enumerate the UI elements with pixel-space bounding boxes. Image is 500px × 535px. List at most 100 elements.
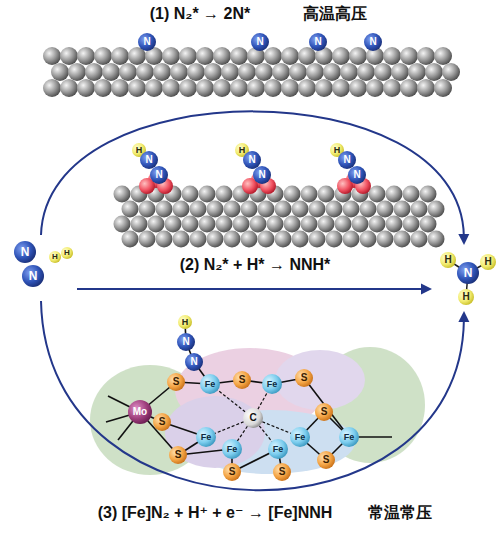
surface-atom: [332, 47, 350, 65]
nitrogen-atom: [457, 262, 479, 284]
hydrogen-atom: H: [52, 253, 58, 261]
surface-atom: [284, 216, 301, 233]
surface-atom: [145, 79, 163, 97]
surface-atom: [326, 201, 343, 218]
surface-atom: [298, 47, 316, 65]
surface-atom: [102, 63, 120, 81]
surface-atom: [173, 201, 190, 218]
surface-atom: [216, 186, 233, 203]
catalyst-surface: [114, 172, 445, 248]
surface-atom: [434, 47, 452, 65]
iron-atom: [339, 427, 359, 447]
hydrogen-atom: H: [64, 249, 70, 257]
reaction-pathway-arrow: [41, 111, 469, 245]
surface-atom: [318, 186, 335, 203]
hydrogen-atom: H: [484, 257, 491, 267]
nitrogen-atom: N: [143, 37, 150, 47]
surface-atom: [318, 216, 335, 233]
surface-atom: [264, 79, 282, 97]
nitrogen-atom: [253, 166, 271, 184]
iron-atom: [268, 439, 288, 459]
surface-atom: [360, 231, 377, 248]
hydrogen-atom: H: [239, 146, 246, 155]
sulfur-atom: S: [301, 373, 308, 383]
hydrogen-atom: H: [136, 146, 143, 155]
nitrogen-atom: N: [369, 37, 376, 47]
surface-atom: [114, 186, 131, 203]
nitrogen-atom: N: [182, 337, 189, 347]
sulfur-atom: S: [321, 407, 328, 417]
surface-atom: [428, 201, 445, 218]
surface-atom: [442, 63, 460, 81]
surface-atom: [190, 201, 207, 218]
surface-atom: [323, 63, 341, 81]
iron-atom: Fe: [295, 433, 306, 442]
condition-label: 高温高压: [303, 6, 367, 22]
nitrogen-atom: [348, 166, 366, 184]
surface-atom: [221, 63, 239, 81]
nitrogen-atom: [309, 33, 327, 51]
surface-atom: [306, 63, 324, 81]
surface-atom: [190, 231, 207, 248]
surface-atom: [272, 63, 290, 81]
sulfur-atom: S: [239, 375, 246, 385]
surface-atom: [94, 47, 112, 65]
surface-atom: [139, 231, 156, 248]
surface-atom: [343, 231, 360, 248]
reaction-equation: (1) N₂* → 2N*: [150, 6, 250, 22]
surface-atom: [77, 47, 95, 65]
hydrogen-atom: [458, 289, 474, 305]
sulfur-atom: [153, 413, 171, 431]
nitrogen-atom: N: [258, 170, 265, 180]
reactant-molecules: NNHH: [5, 235, 77, 301]
surface-atom: [255, 63, 273, 81]
surface-atom: [216, 216, 233, 233]
nitrogen-atom: N: [190, 357, 197, 367]
surface-atom: [139, 201, 156, 218]
surface-atom: [94, 79, 112, 97]
surface-atom: [403, 216, 420, 233]
surface-atom: [156, 231, 173, 248]
surface-atom: [196, 79, 214, 97]
surface-atom: [434, 79, 452, 97]
sulfur-atom: S: [323, 455, 330, 465]
surface-atom: [289, 63, 307, 81]
sulfur-atom: S: [229, 467, 236, 477]
iron-atom: Fe: [344, 433, 355, 442]
surface-atom: [241, 201, 258, 218]
sulfur-atom: S: [173, 377, 180, 387]
reaction-equation: (3) [Fe]N₂ + H⁺ + e⁻ → [Fe]NNH: [98, 505, 333, 521]
surface-atom: [417, 79, 435, 97]
iron-atom: [200, 374, 220, 394]
iron-atom: Fe: [273, 445, 284, 454]
nitrogen-atom: N: [464, 267, 473, 279]
nitrogen-atom: N: [155, 170, 162, 180]
surface-atom: [122, 201, 139, 218]
surface-atom: [428, 231, 445, 248]
surface-atom: [391, 63, 409, 81]
surface-atom: [349, 47, 367, 65]
surface-atom: [281, 47, 299, 65]
surface-atom: [264, 47, 282, 65]
iron-atom: [290, 427, 310, 447]
nitrogen-atom: [364, 33, 382, 51]
nitrogen-atom: [338, 151, 356, 169]
nitrogen-atom: N: [145, 155, 152, 165]
surface-atom: [204, 63, 222, 81]
surface-atom: [179, 79, 197, 97]
sulfur-atom: [223, 463, 241, 481]
sulfur-atom: S: [279, 467, 286, 477]
surface-atom: [196, 47, 214, 65]
surface-atom: [162, 47, 180, 65]
surface-atom: [199, 216, 216, 233]
nitrogen-atom: [14, 241, 36, 263]
nitrogen-atom: N: [343, 155, 350, 165]
surface-atom: [111, 79, 129, 97]
nitrogen-atom: N: [353, 170, 360, 180]
nitrogen-atom: [177, 333, 195, 351]
surface-atom: [182, 186, 199, 203]
surface-atom: [315, 79, 333, 97]
surface-atom: [111, 47, 129, 65]
surface-atom: [173, 231, 190, 248]
